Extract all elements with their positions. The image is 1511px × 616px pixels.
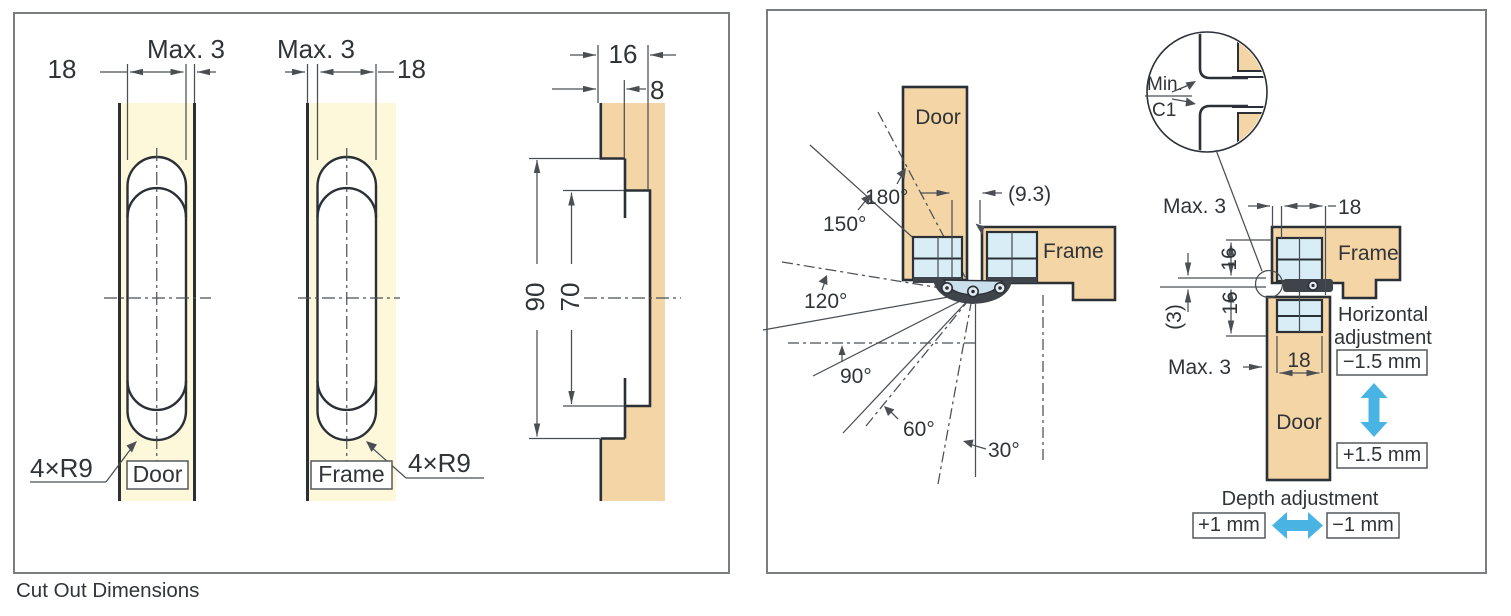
angle-90-label: 90° <box>840 365 872 388</box>
door-gap-dim: Max. 3 <box>147 34 225 64</box>
minus-1-5-box <box>1336 349 1428 376</box>
leader-arrowhead <box>366 441 377 452</box>
side-material <box>602 103 665 501</box>
plate-bottom-dim: 16 <box>1219 291 1242 314</box>
installation-panel: Door Frame (9.3) 180° 150° 120° 90° 60° <box>762 9 1487 574</box>
minus-1-box <box>1326 512 1400 539</box>
angle-150-label: 150° <box>823 213 866 236</box>
adjustment-figure: Frame Door Min. C1 Max. 3 <box>1145 31 1432 539</box>
side-length-outer-dim: 90 <box>520 283 550 312</box>
caption: Cut Out Dimensions <box>16 579 199 602</box>
opening-angle-figure: Door Frame (9.3) 180° 150° 120° 90° 60° <box>762 85 1117 485</box>
door-label: Door <box>133 461 183 487</box>
plate-top-dim: 16 <box>1218 247 1241 270</box>
door-width-dim: 18 <box>48 54 77 84</box>
hinge-plate-frame <box>987 277 1037 283</box>
section-frame-label: Frame <box>1338 242 1399 265</box>
plus-1-5-box <box>1336 442 1428 469</box>
gap-top-dim: Max. 3 <box>1163 195 1226 218</box>
panel-border <box>766 9 1487 574</box>
plus-1-5-value: +1.5 mm <box>1343 444 1421 466</box>
detail-leader <box>1215 149 1263 272</box>
angle-60-label: 60° <box>903 418 935 441</box>
horizontal-adjustment-line1: Horizontal <box>1338 304 1428 326</box>
detail-c1-label: C1 <box>1152 100 1176 121</box>
minus-1-value: −1 mm <box>1332 514 1394 536</box>
depth-adjust-arrow <box>1272 512 1323 539</box>
horizontal-adjustment-line2: adjustment <box>1334 327 1432 349</box>
width-top-dim: 18 <box>1338 196 1361 219</box>
side-length-inner-dim: 70 <box>555 283 585 312</box>
depth-adjustment-title: Depth adjustment <box>1222 488 1379 510</box>
door-front-view: 18 Max. 3 4×R9 Door <box>30 34 225 501</box>
frame-cutout-inner-top-arc <box>316 186 378 218</box>
angle-180-label: 180° <box>865 186 908 209</box>
leader-arrowhead <box>126 441 137 453</box>
frame-cutout-inner-bottom-arc <box>316 380 378 412</box>
frame-front-view: Max. 3 18 4×R9 Frame <box>277 34 484 501</box>
angle-frame-label: Frame <box>1043 240 1104 263</box>
angle-door-label: Door <box>915 106 961 129</box>
side-depth-total-dim: 16 <box>609 39 638 69</box>
swing-line-30 <box>937 297 973 485</box>
gap-bottom-dim: Max. 3 <box>1168 356 1231 379</box>
plus-1-value: +1 mm <box>1198 514 1260 536</box>
door-label-box <box>126 460 189 490</box>
frame-width-dim: 18 <box>397 54 426 84</box>
swing-line-60b <box>865 295 973 427</box>
angle-30-label: 30° <box>988 439 1020 462</box>
door-edge-chamfer-top <box>1198 33 1248 80</box>
cutout-panel: 18 Max. 3 4×R9 Door Max. 3 <box>13 12 730 574</box>
frame-radius-label: 4×R9 <box>408 448 471 478</box>
detail-min-label: Min. <box>1147 74 1183 95</box>
plus-1-box <box>1192 512 1266 539</box>
frame-label: Frame <box>318 461 384 487</box>
door-cutout-inner-bottom-arc <box>126 380 188 412</box>
side-section-view: 16 8 90 70 <box>520 39 681 501</box>
frame-corner-arrowhead <box>975 223 985 235</box>
vertical-adjust-arrow <box>1360 383 1388 437</box>
section-door-label: Door <box>1276 411 1322 434</box>
frame-label-box <box>310 460 393 490</box>
hinge-linkage <box>933 280 1012 304</box>
minus-1-5-value: −1.5 mm <box>1343 351 1421 373</box>
swing-line-60 <box>842 295 973 434</box>
clearance-dim: (3) <box>1163 304 1186 330</box>
door-edge-chamfer-bottom <box>1198 104 1248 151</box>
door-radius-label: 4×R9 <box>30 453 93 483</box>
swing-line-90 <box>812 294 973 377</box>
pivot-offset-dim: (9.3) <box>1008 183 1051 206</box>
frame-gap-dim: Max. 3 <box>277 34 355 64</box>
width-bottom-dim: 18 <box>1287 349 1310 372</box>
side-depth-outer-dim: 8 <box>650 75 664 105</box>
swing-line-120b <box>762 292 972 331</box>
door-cutout-inner-top-arc <box>126 186 188 218</box>
panel-border <box>13 12 730 574</box>
angle-120-label: 120° <box>804 290 847 313</box>
detail-target-circle <box>1254 269 1284 299</box>
